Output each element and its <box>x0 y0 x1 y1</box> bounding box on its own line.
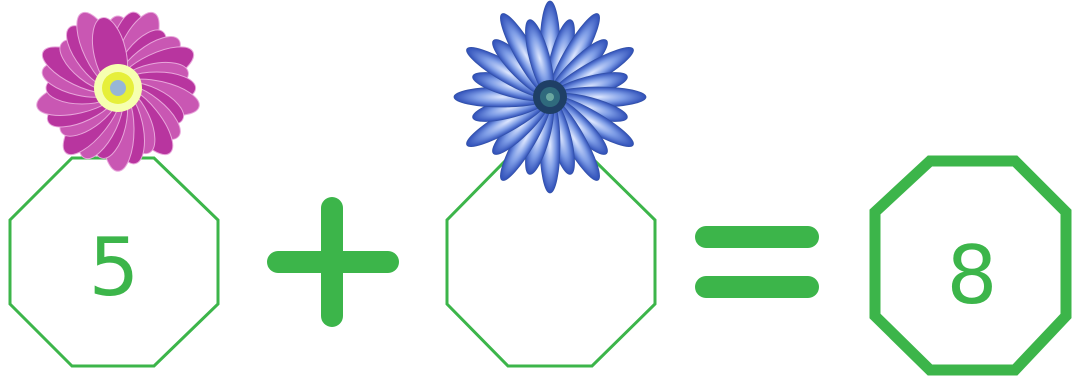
pink-flower-icon <box>33 6 202 171</box>
sum-value: 8 <box>947 229 998 322</box>
first-addend-box: 5 <box>10 158 218 366</box>
equals-sign <box>706 237 808 287</box>
first-addend-value: 5 <box>89 221 140 314</box>
sum-box: 8 <box>875 161 1066 370</box>
blue-daisy-icon <box>454 1 646 193</box>
plus-sign <box>278 208 388 316</box>
